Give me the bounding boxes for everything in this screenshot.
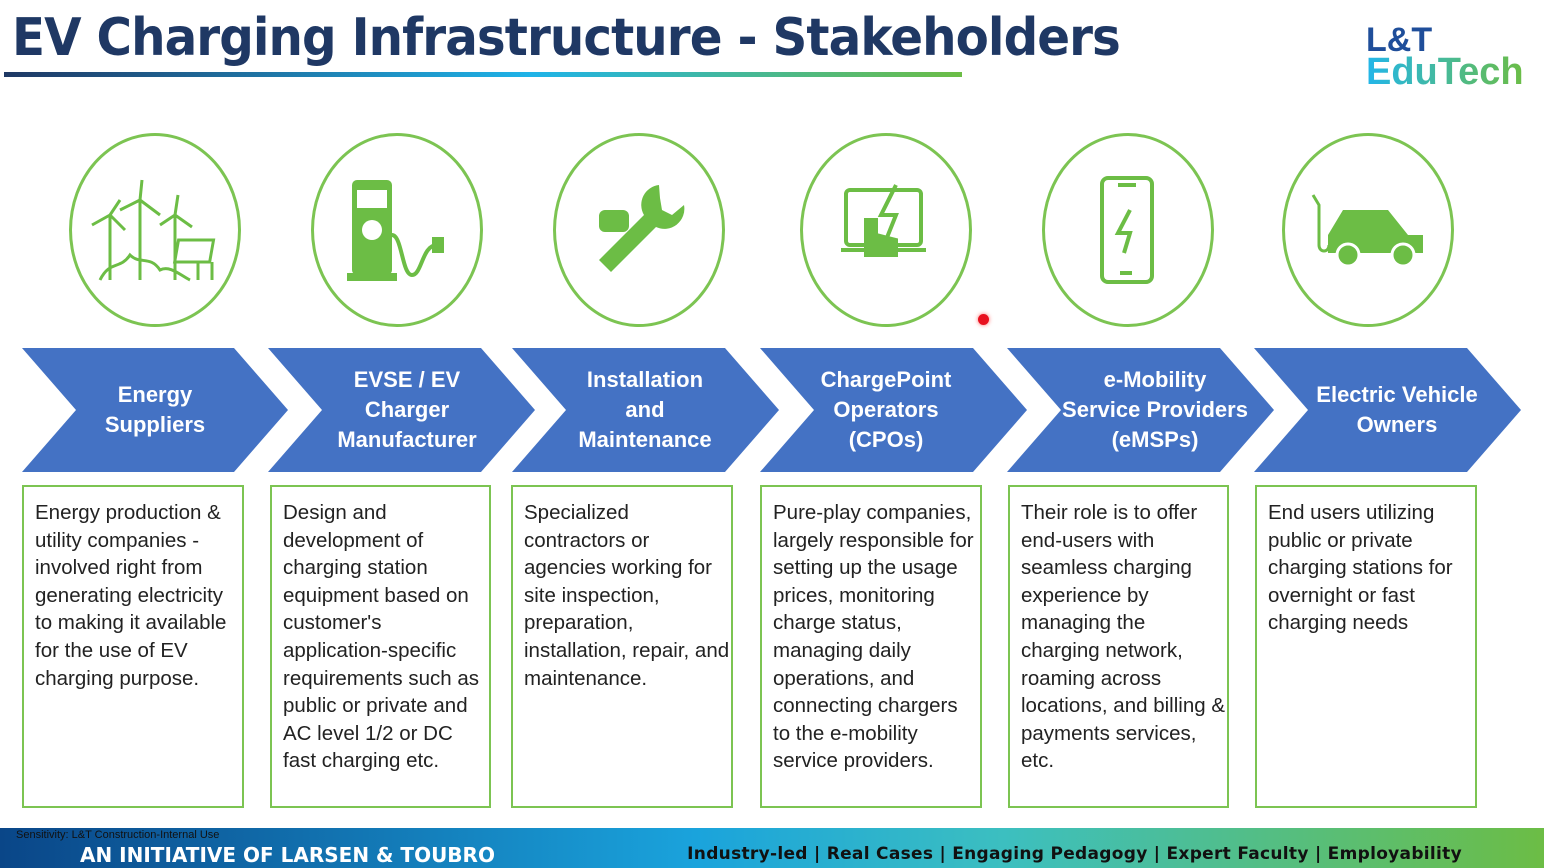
footer-initiative: AN INITIATIVE OF LARSEN & TOUBRO [80,843,495,867]
electric-car-icon [1282,133,1454,327]
chevron-installation [512,348,779,472]
chevron-emsps [1007,348,1274,472]
stakeholder-label: e-Mobility Service Providers (eMSPs) [1062,367,1248,452]
chevron-energy-suppliers [22,348,288,472]
stakeholder-description: Specialized contractors or agencies work… [511,485,733,808]
stakeholder-chevrons [22,348,1521,472]
wind-solar-icon [69,133,241,327]
pointer-dot [978,314,989,325]
stakeholder-label: Installation and Maintenance [578,367,712,452]
stakeholder-description: Pure-play companies, largely responsible… [760,485,982,808]
stakeholder-label: EVSE / EV Charger Manufacturer [337,367,477,452]
stakeholder-description: End users utilizing public or private ch… [1255,485,1477,808]
stakeholder-description: Energy production & utility companies - … [22,485,244,808]
logo-line2: EduTech [1366,51,1524,93]
stakeholder-description: Their role is to offer end-users with se… [1008,485,1229,808]
stakeholder-description: Design and development of charging stati… [270,485,491,808]
logo-line1: L&T [1366,21,1433,59]
chevron-ev-owners [1254,348,1521,472]
title-underline [4,72,962,77]
footer-tagline: Industry-led | Real Cases | Engaging Ped… [687,844,1462,864]
handshake-wrench-icon [553,133,725,327]
page-title: EV Charging Infrastructure - Stakeholder… [12,8,1121,68]
touch-screen-icon [800,133,972,327]
sensitivity-label: Sensitivity: L&T Construction-Internal U… [16,829,220,841]
stakeholder-label: Electric Vehicle Owners [1316,382,1478,437]
chevron-evse [268,348,535,472]
stakeholder-label: ChargePoint Operators (CPOs) [820,367,952,452]
stakeholder-label: Energy Suppliers [104,382,206,437]
charger-icon [311,133,483,327]
footer-bar: Sensitivity: L&T Construction-Internal U… [0,828,1544,868]
chevron-cpos [760,348,1027,472]
phone-bolt-icon [1042,133,1214,327]
lt-edutech-logo: L&T EduTech [1366,21,1524,93]
